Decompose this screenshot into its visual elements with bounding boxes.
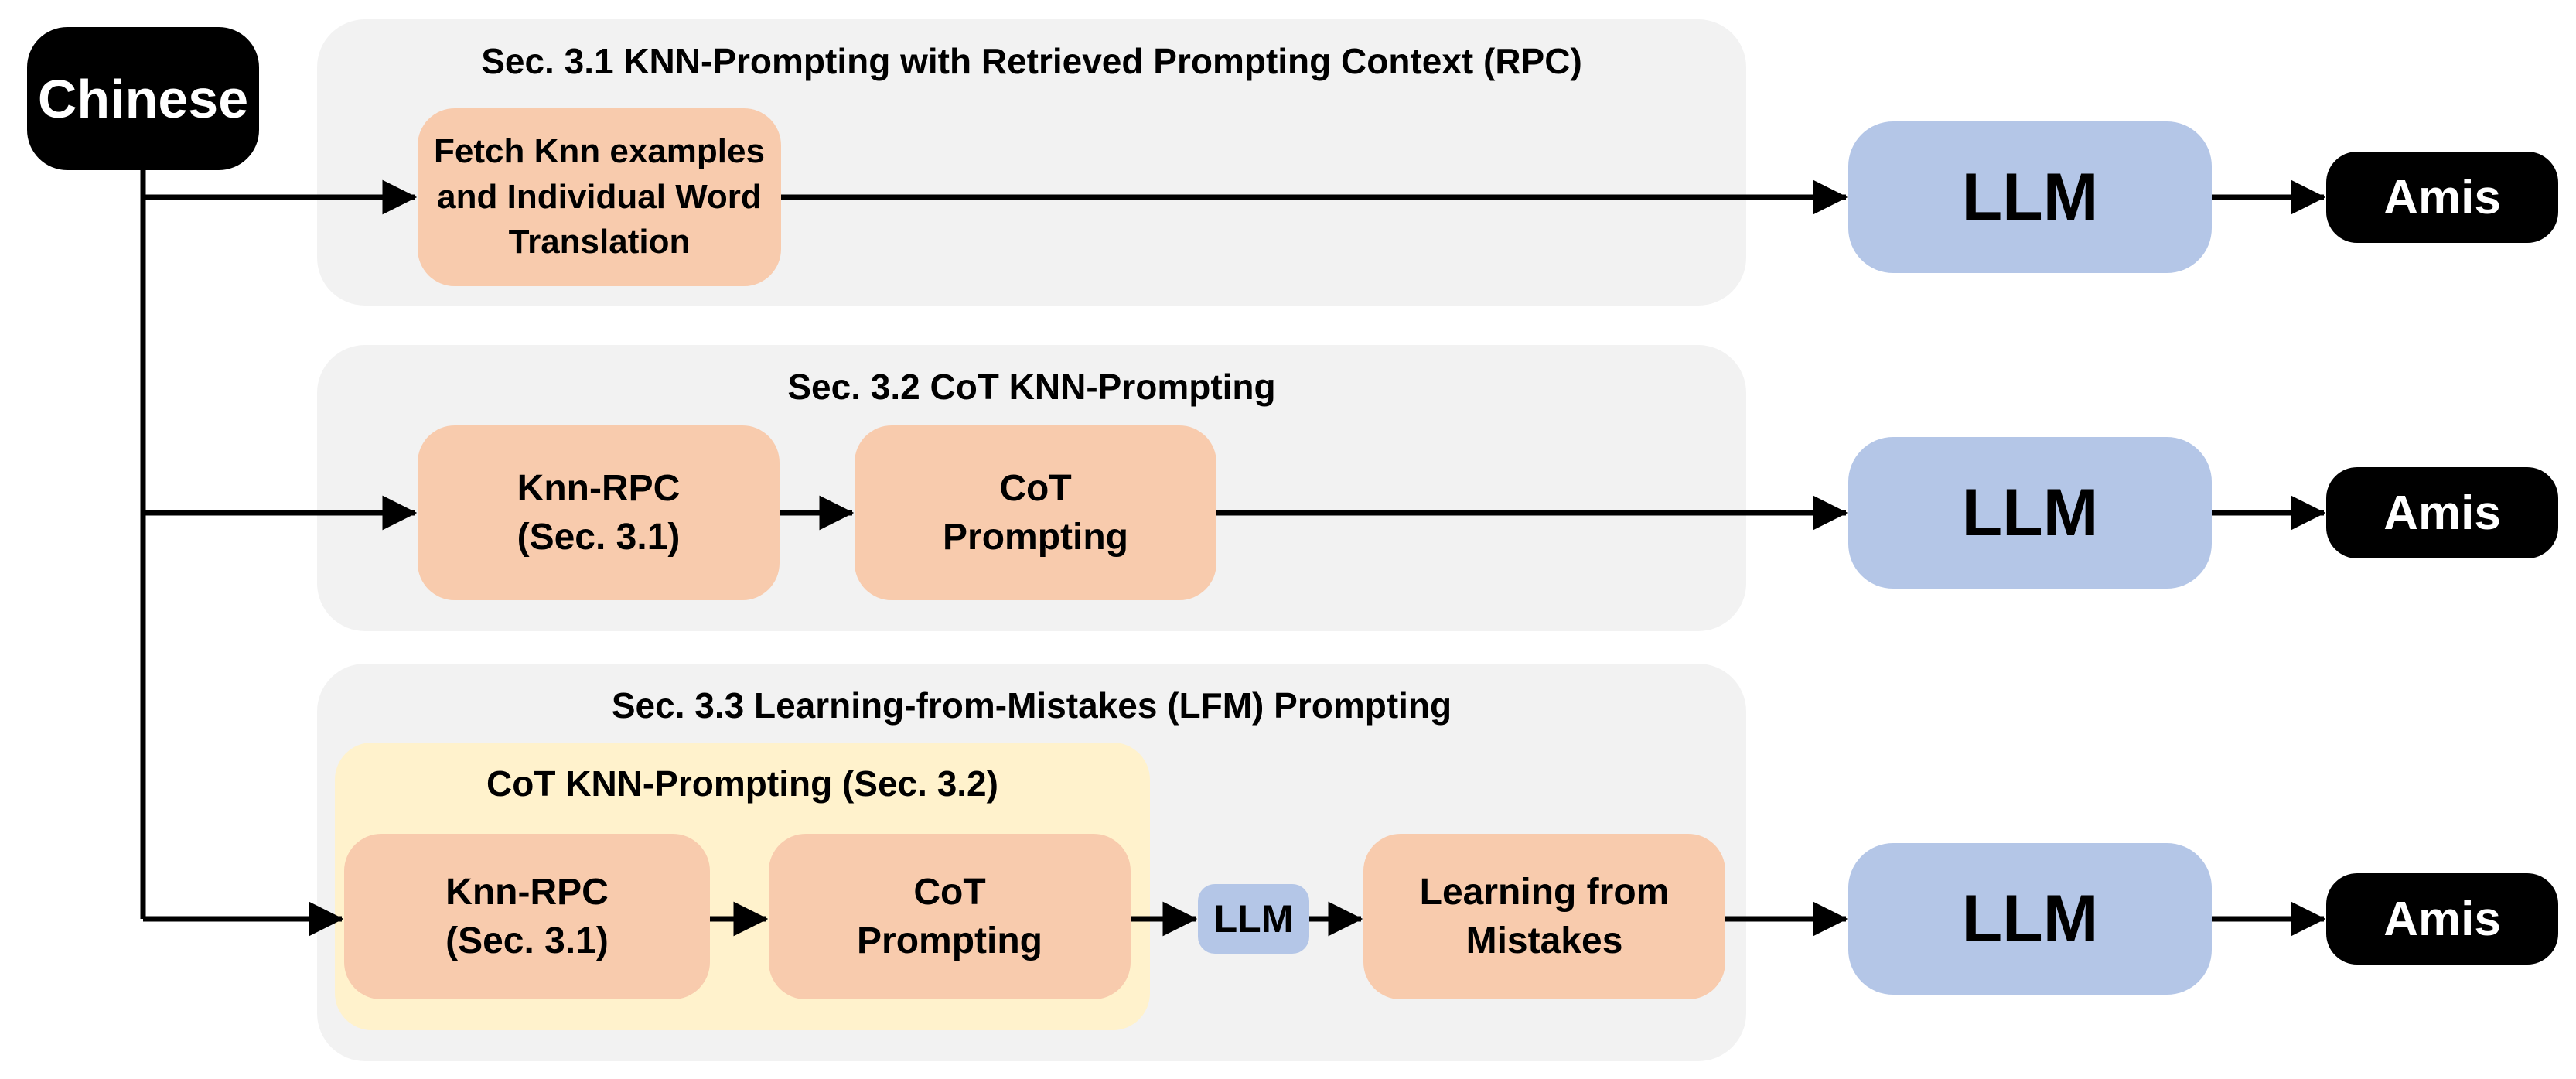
llm-box-row1: LLM bbox=[1848, 121, 2212, 273]
step-fetch-knn-box: Fetch Knn examples and Individual Word T… bbox=[418, 108, 781, 286]
source-node-chinese: Chinese bbox=[27, 27, 259, 170]
step-learning-from-mistakes: Learning from Mistakes bbox=[1363, 834, 1725, 999]
llm-box-mid-row3: LLM bbox=[1198, 884, 1309, 954]
output-node-amis-row2: Amis bbox=[2326, 467, 2558, 558]
panel-title-sec-3-2: Sec. 3.2 CoT KNN-Prompting bbox=[787, 367, 1276, 407]
output-node-amis-row1: Amis bbox=[2326, 152, 2558, 243]
panel-title-sec-3-1: Sec. 3.1 KNN-Prompting with Retrieved Pr… bbox=[481, 41, 1582, 81]
group-title-cot-knn-prompting: CoT KNN-Prompting (Sec. 3.2) bbox=[486, 763, 998, 804]
llm-box-row2: LLM bbox=[1848, 437, 2212, 589]
step-cot-prompting-row3: CoT Prompting bbox=[769, 834, 1131, 999]
step-knn-rpc-row2: Knn-RPC (Sec. 3.1) bbox=[418, 425, 780, 600]
llm-box-row3: LLM bbox=[1848, 843, 2212, 995]
panel-title-sec-3-3: Sec. 3.3 Learning-from-Mistakes (LFM) Pr… bbox=[611, 685, 1452, 726]
step-knn-rpc-row3: Knn-RPC (Sec. 3.1) bbox=[344, 834, 710, 999]
output-node-amis-row3: Amis bbox=[2326, 873, 2558, 965]
step-cot-prompting-row2: CoT Prompting bbox=[855, 425, 1216, 600]
